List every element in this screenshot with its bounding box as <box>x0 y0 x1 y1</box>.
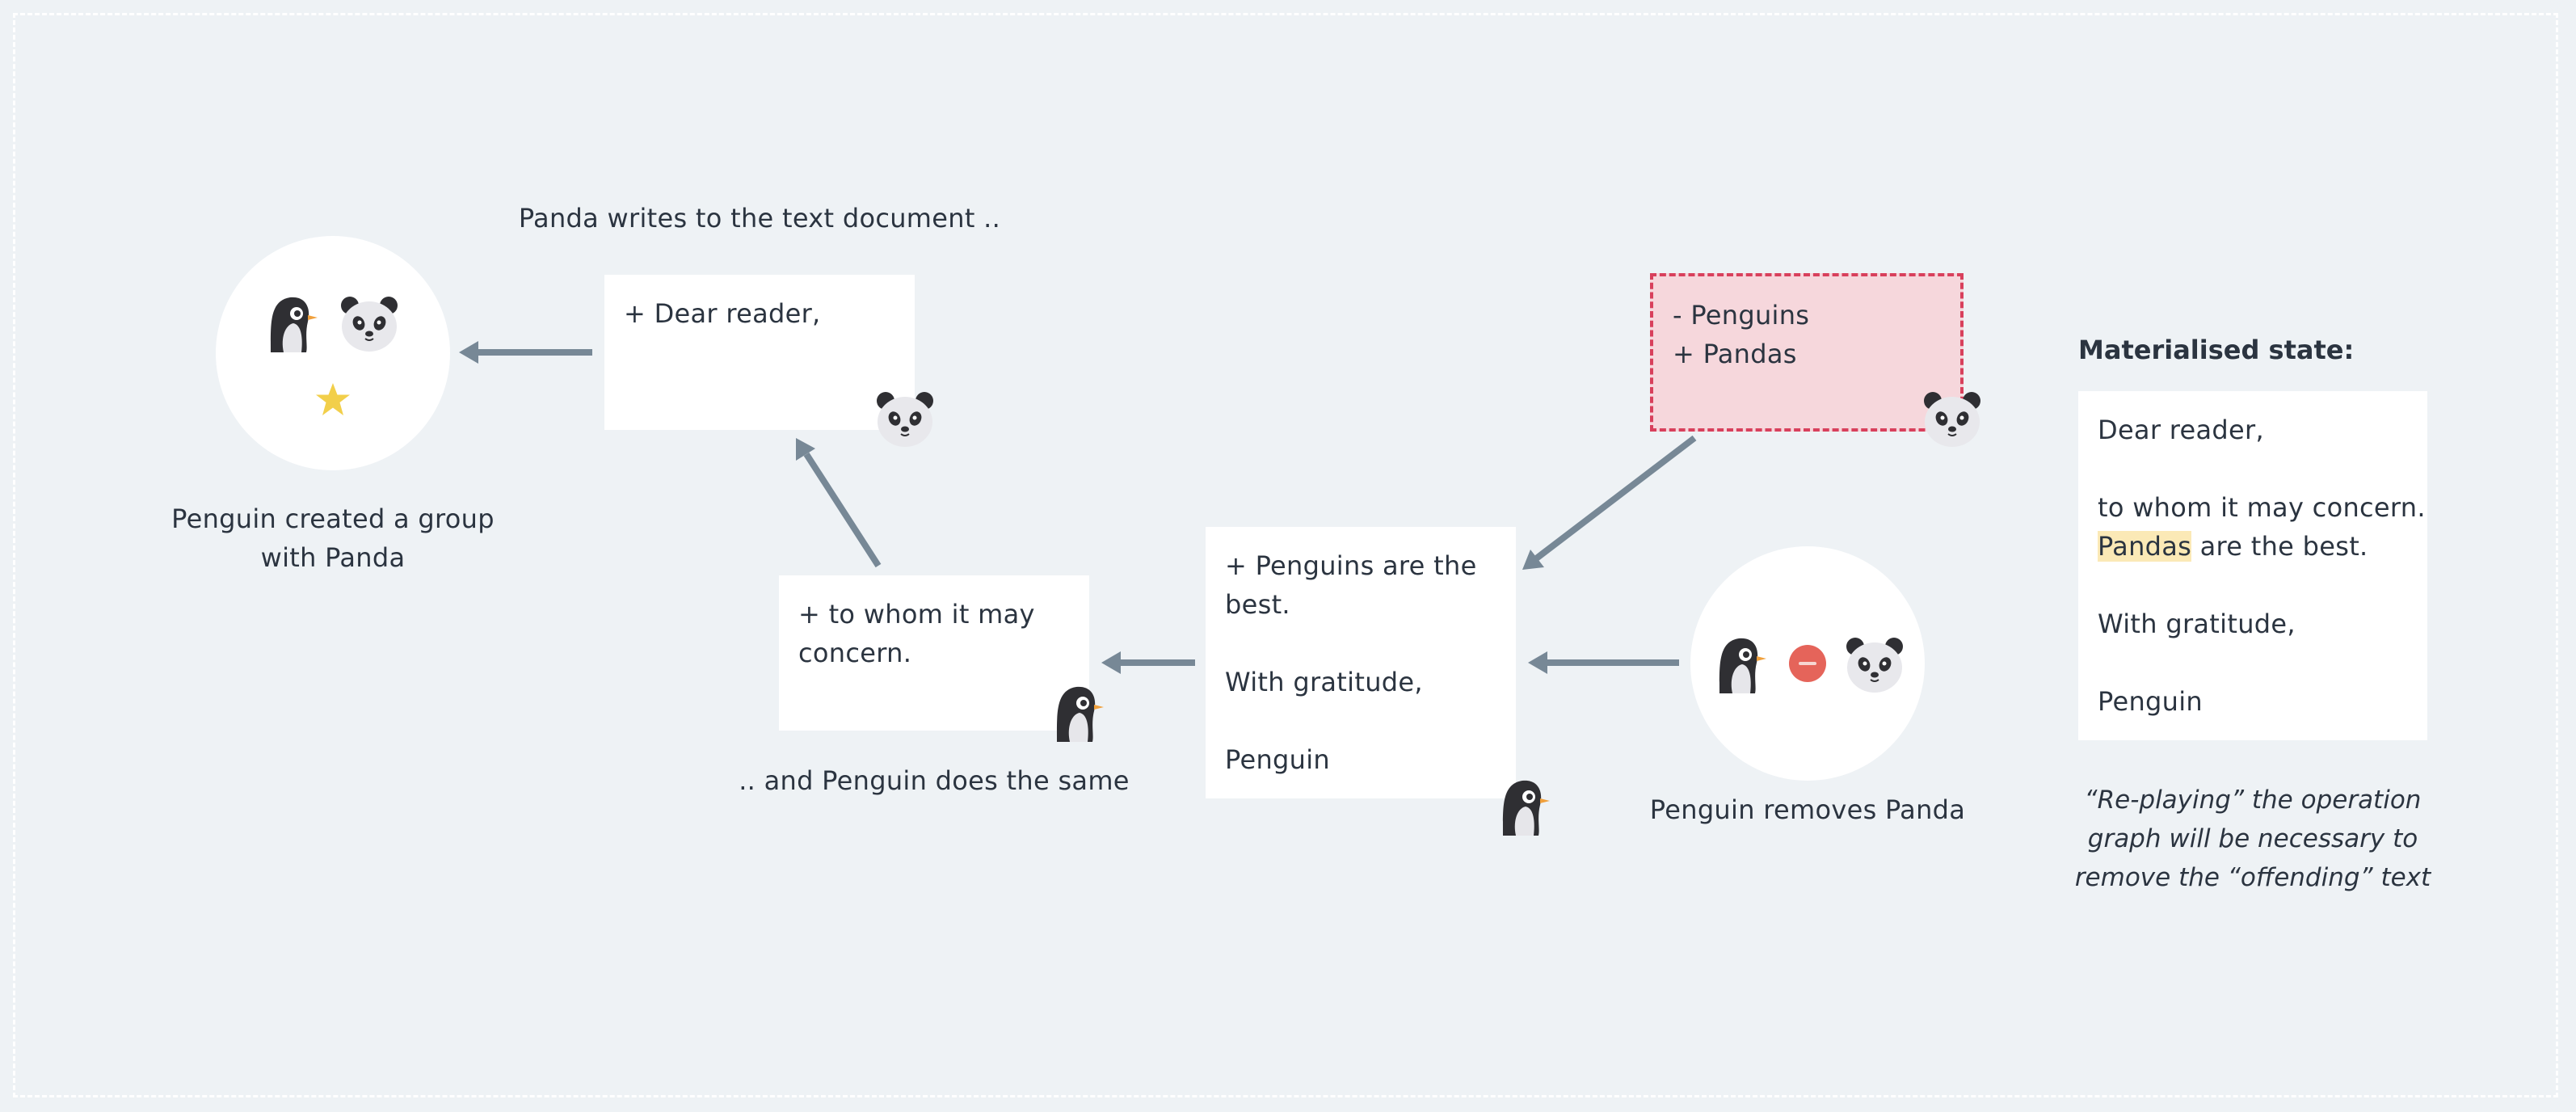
materialised-line2 <box>2098 449 2408 488</box>
panda-write-line1: + Dear reader, <box>624 298 821 329</box>
replay-note: “Re-playing” the operation graph will be… <box>2059 781 2447 897</box>
panda-write-card: + Dear reader, <box>604 275 915 430</box>
panda-icon <box>877 392 933 447</box>
group-created-caption: Penguin created a group with Panda <box>139 499 527 577</box>
panda-icon <box>341 297 398 352</box>
materialised-line4: Pandas are the best. <box>2098 527 2408 566</box>
offending-edit-line1: - Penguins <box>1673 300 1810 331</box>
panda-write-caption-text: Panda writes to the text document .. <box>518 203 1001 234</box>
penguin-more-line1: + Penguins are the <box>1225 550 1477 581</box>
materialised-line4-rest: are the best. <box>2191 531 2368 562</box>
materialised-line5 <box>2098 566 2408 604</box>
remove-member-caption: Penguin removes Panda <box>1614 790 2001 829</box>
materialised-highlight: Pandas <box>2098 531 2192 562</box>
arrow-penguin-write-to-panda-write <box>796 438 882 568</box>
diagram-frame <box>13 13 2558 1097</box>
materialised-line6: With gratitude, <box>2098 609 2296 639</box>
panda-icon <box>1846 638 1903 693</box>
offending-edit-line2: + Pandas <box>1673 339 1797 369</box>
materialised-card: Dear reader, to whom it may concern. Pan… <box>2078 391 2427 740</box>
materialised-line3: to whom it may concern. <box>2098 492 2426 523</box>
penguin-write-line2: concern. <box>798 638 912 668</box>
materialised-line8: Penguin <box>2098 686 2203 717</box>
group-created-caption-line1: Penguin created a group <box>171 503 495 534</box>
penguin-icon <box>1056 686 1104 742</box>
arrow-panda-write-to-group <box>459 341 592 364</box>
penguin-icon <box>1502 780 1550 836</box>
remove-member-node <box>1690 546 1925 781</box>
penguin-more-line2: best. <box>1225 589 1290 620</box>
offending-edit-card: - Penguins + Pandas <box>1650 273 1964 432</box>
penguin-write-caption-text: .. and Penguin does the same <box>739 765 1130 796</box>
penguin-more-line3 <box>1225 624 1496 663</box>
penguin-write-card: + to whom it may concern. <box>779 575 1089 731</box>
group-created-node <box>216 236 450 470</box>
panda-icon <box>1924 392 1980 447</box>
replay-note-line1: “Re-playing” the operation <box>2084 786 2422 815</box>
penguin-more-line5 <box>1225 701 1496 740</box>
group-created-caption-line2: with Panda <box>260 542 406 573</box>
penguin-icon <box>270 297 318 352</box>
materialised-line1: Dear reader, <box>2098 415 2264 445</box>
replay-note-line3: remove the “offending” text <box>2074 863 2431 892</box>
arrow-penguin-more-to-penguin-write <box>1101 651 1195 674</box>
penguin-more-card: + Penguins are the best. With gratitude,… <box>1206 527 1516 798</box>
panda-write-caption: Panda writes to the text document .. <box>501 199 1018 238</box>
arrow-offending-to-penguin-more <box>1522 435 1697 570</box>
arrow-remove-to-penguin-more <box>1528 651 1679 674</box>
penguin-more-line4: With gratitude, <box>1225 667 1423 697</box>
materialised-heading: Materialised state: <box>2078 335 2355 365</box>
minus-badge-icon <box>1789 645 1826 682</box>
replay-note-line2: graph will be necessary to <box>2087 824 2418 853</box>
penguin-write-caption: .. and Penguin does the same <box>708 761 1160 800</box>
remove-member-caption-text: Penguin removes Panda <box>1649 794 1966 825</box>
penguin-more-line6: Penguin <box>1225 744 1330 775</box>
materialised-line7 <box>2098 643 2408 682</box>
penguin-icon <box>1719 638 1766 693</box>
star-icon <box>316 383 350 415</box>
penguin-write-line1: + to whom it may <box>798 599 1035 630</box>
